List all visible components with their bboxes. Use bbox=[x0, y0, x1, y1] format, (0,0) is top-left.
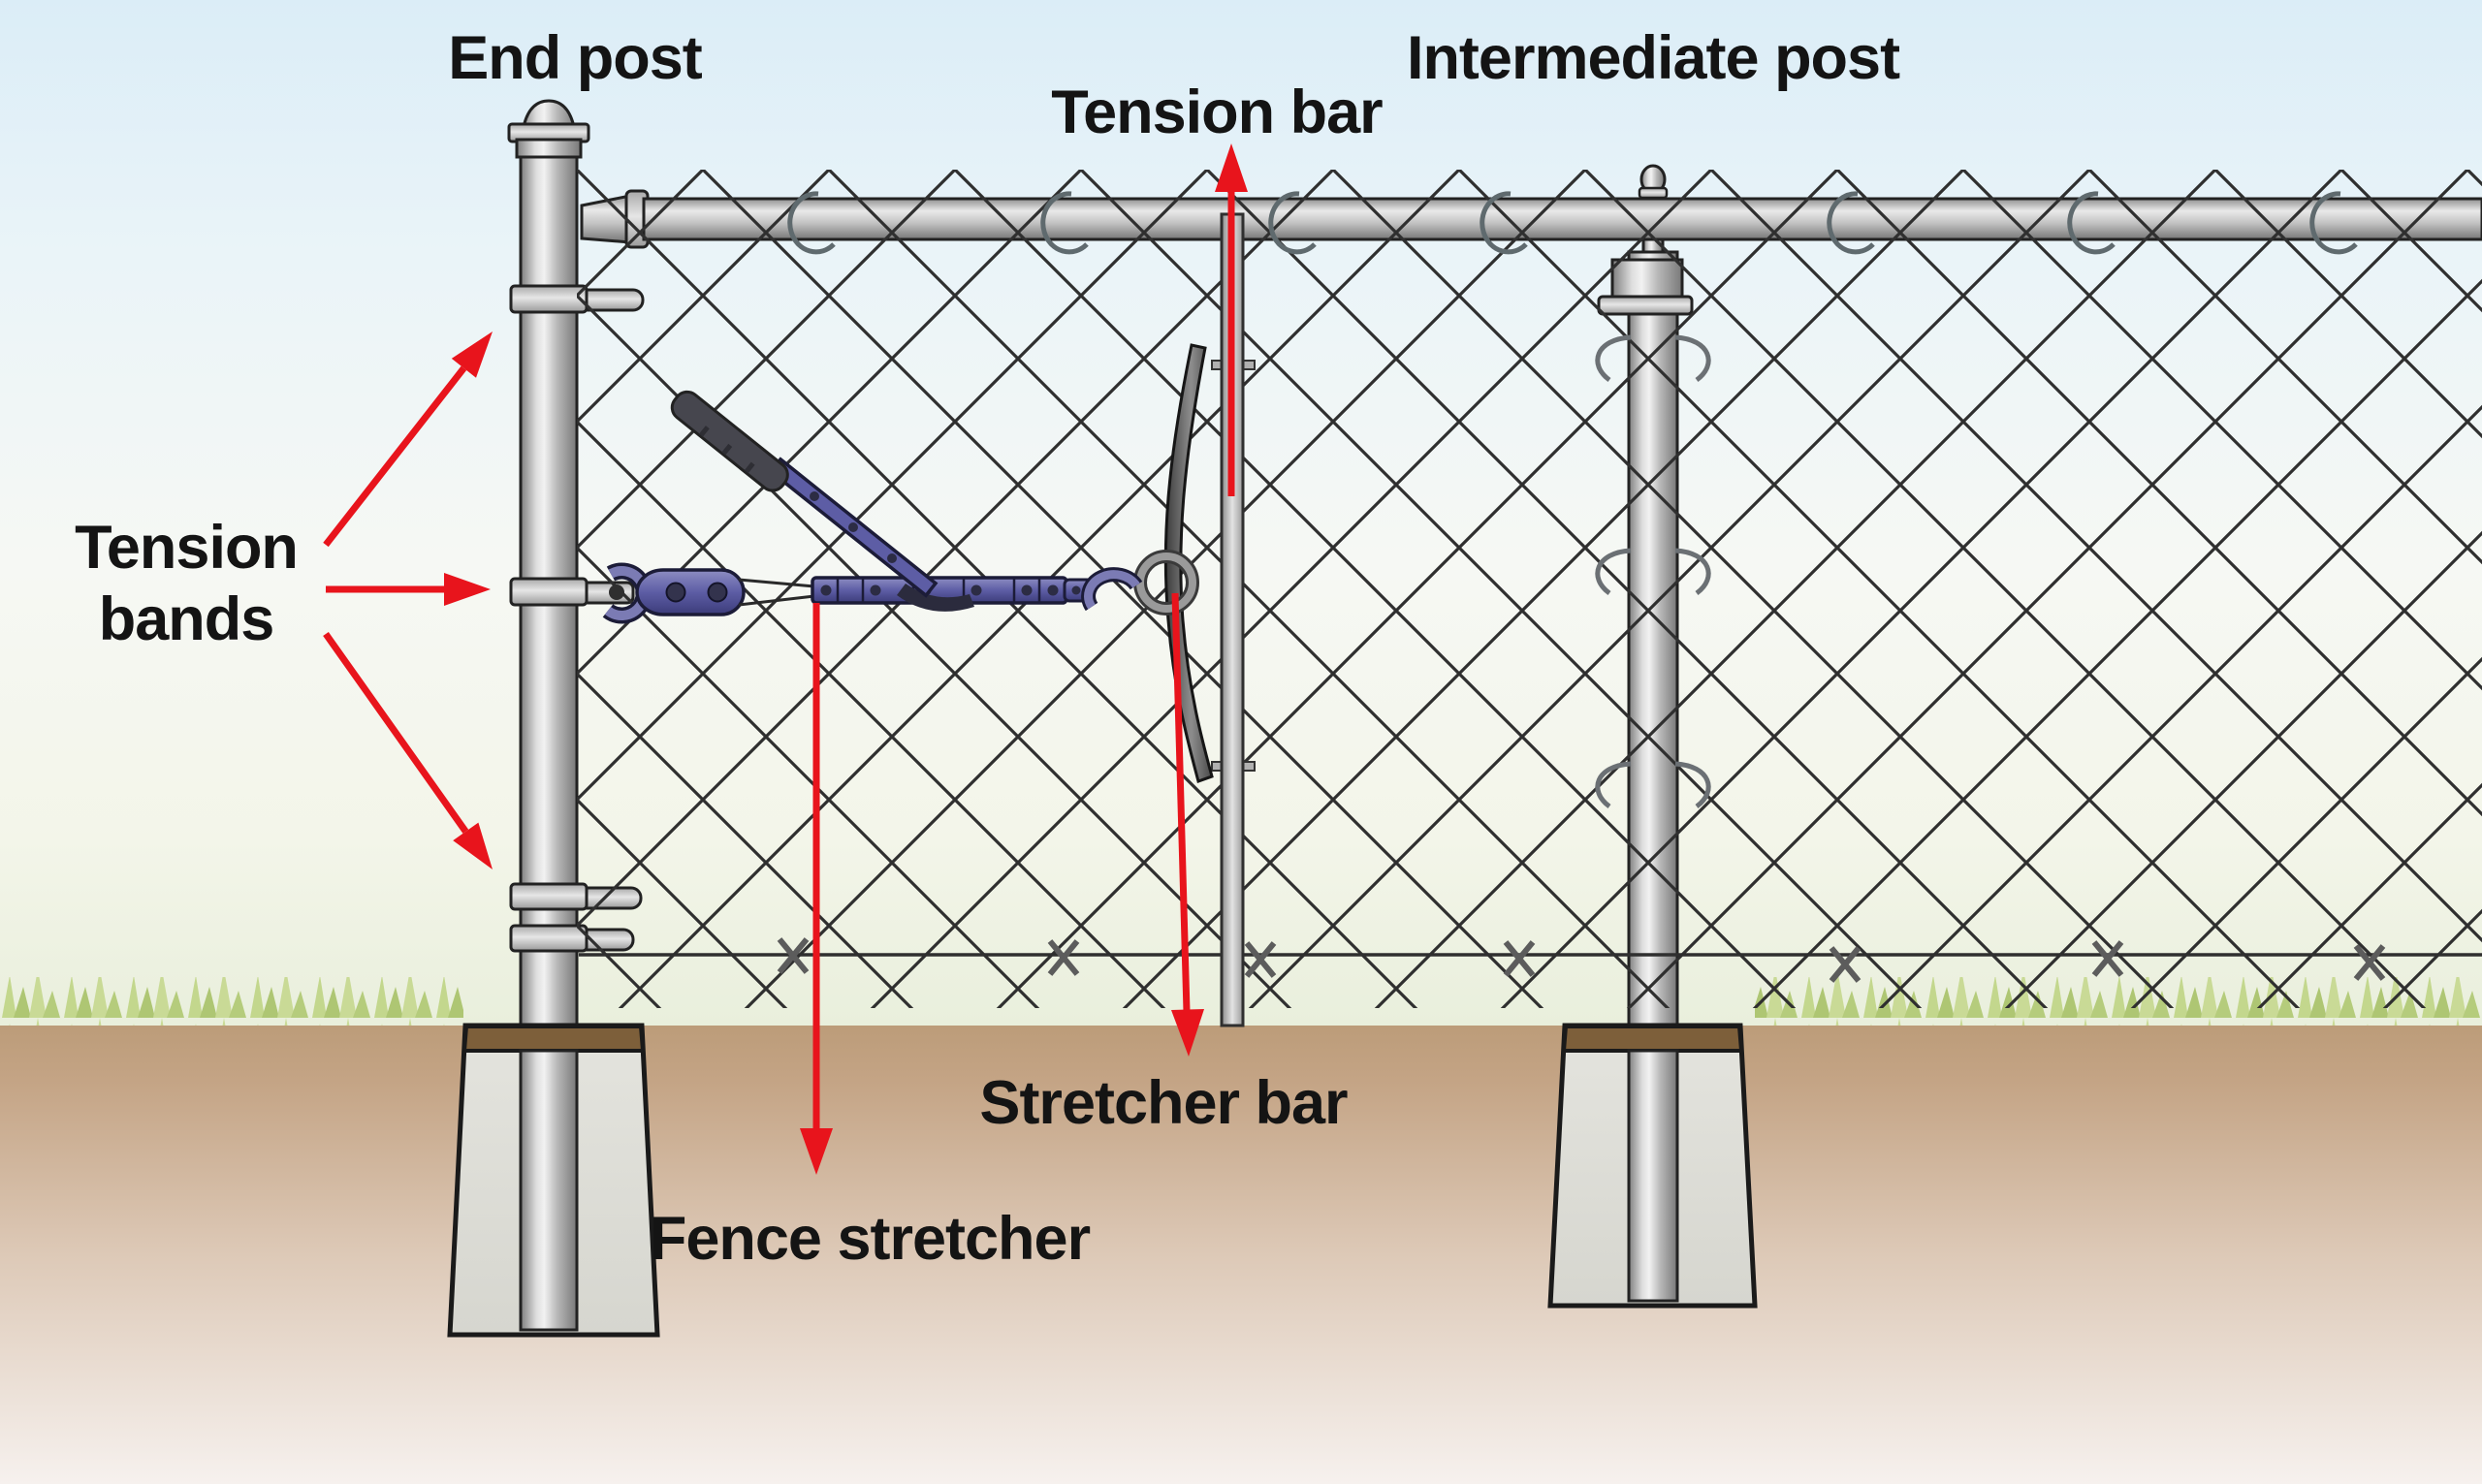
fence-stretcher-label: Fence stretcher bbox=[649, 1205, 1091, 1273]
pulley-link bbox=[635, 568, 746, 616]
rail-wire-ties bbox=[787, 191, 2358, 255]
grass-left bbox=[0, 977, 463, 1026]
end-post-label: End post bbox=[448, 24, 702, 92]
end-post-footing bbox=[447, 1023, 660, 1338]
tension-bands-arrow-middle bbox=[326, 573, 491, 606]
lever-grip bbox=[670, 390, 789, 492]
callout-arrows bbox=[323, 143, 1248, 1175]
hog-ring-clips bbox=[777, 937, 2386, 983]
stretcher-bar-arrow bbox=[1171, 592, 1204, 1057]
tension-bands-arrow-upper bbox=[323, 332, 493, 548]
lever-handle bbox=[670, 390, 939, 598]
tension-bands-line1: Tension bbox=[75, 514, 299, 582]
intermediate-post-footing bbox=[1547, 1023, 1758, 1309]
clevis-hook bbox=[1063, 567, 1143, 612]
ground bbox=[0, 1026, 2482, 1484]
fence-stretcher-tool bbox=[602, 390, 1143, 624]
soil-cap bbox=[461, 1025, 646, 1053]
bottom-tension-wire bbox=[579, 937, 2482, 983]
tension-bar-arrow bbox=[1215, 143, 1248, 496]
post-wire-ties bbox=[1595, 334, 1711, 809]
tension-bands-line2: bands bbox=[98, 585, 275, 653]
band-bolt bbox=[609, 584, 624, 600]
ratchet-pawl bbox=[897, 584, 974, 612]
fence-stretcher-arrow bbox=[800, 603, 833, 1175]
stretcher-bar-label: Stretcher bar bbox=[979, 1069, 1348, 1137]
soil-cap bbox=[1561, 1025, 1744, 1053]
tension-bands-arrow-lower bbox=[323, 631, 493, 869]
intermediate-post-label: Intermediate post bbox=[1406, 24, 1900, 92]
tension-bar-label: Tension bar bbox=[1051, 79, 1383, 146]
tension-bands-label: Tension bands bbox=[75, 512, 299, 655]
